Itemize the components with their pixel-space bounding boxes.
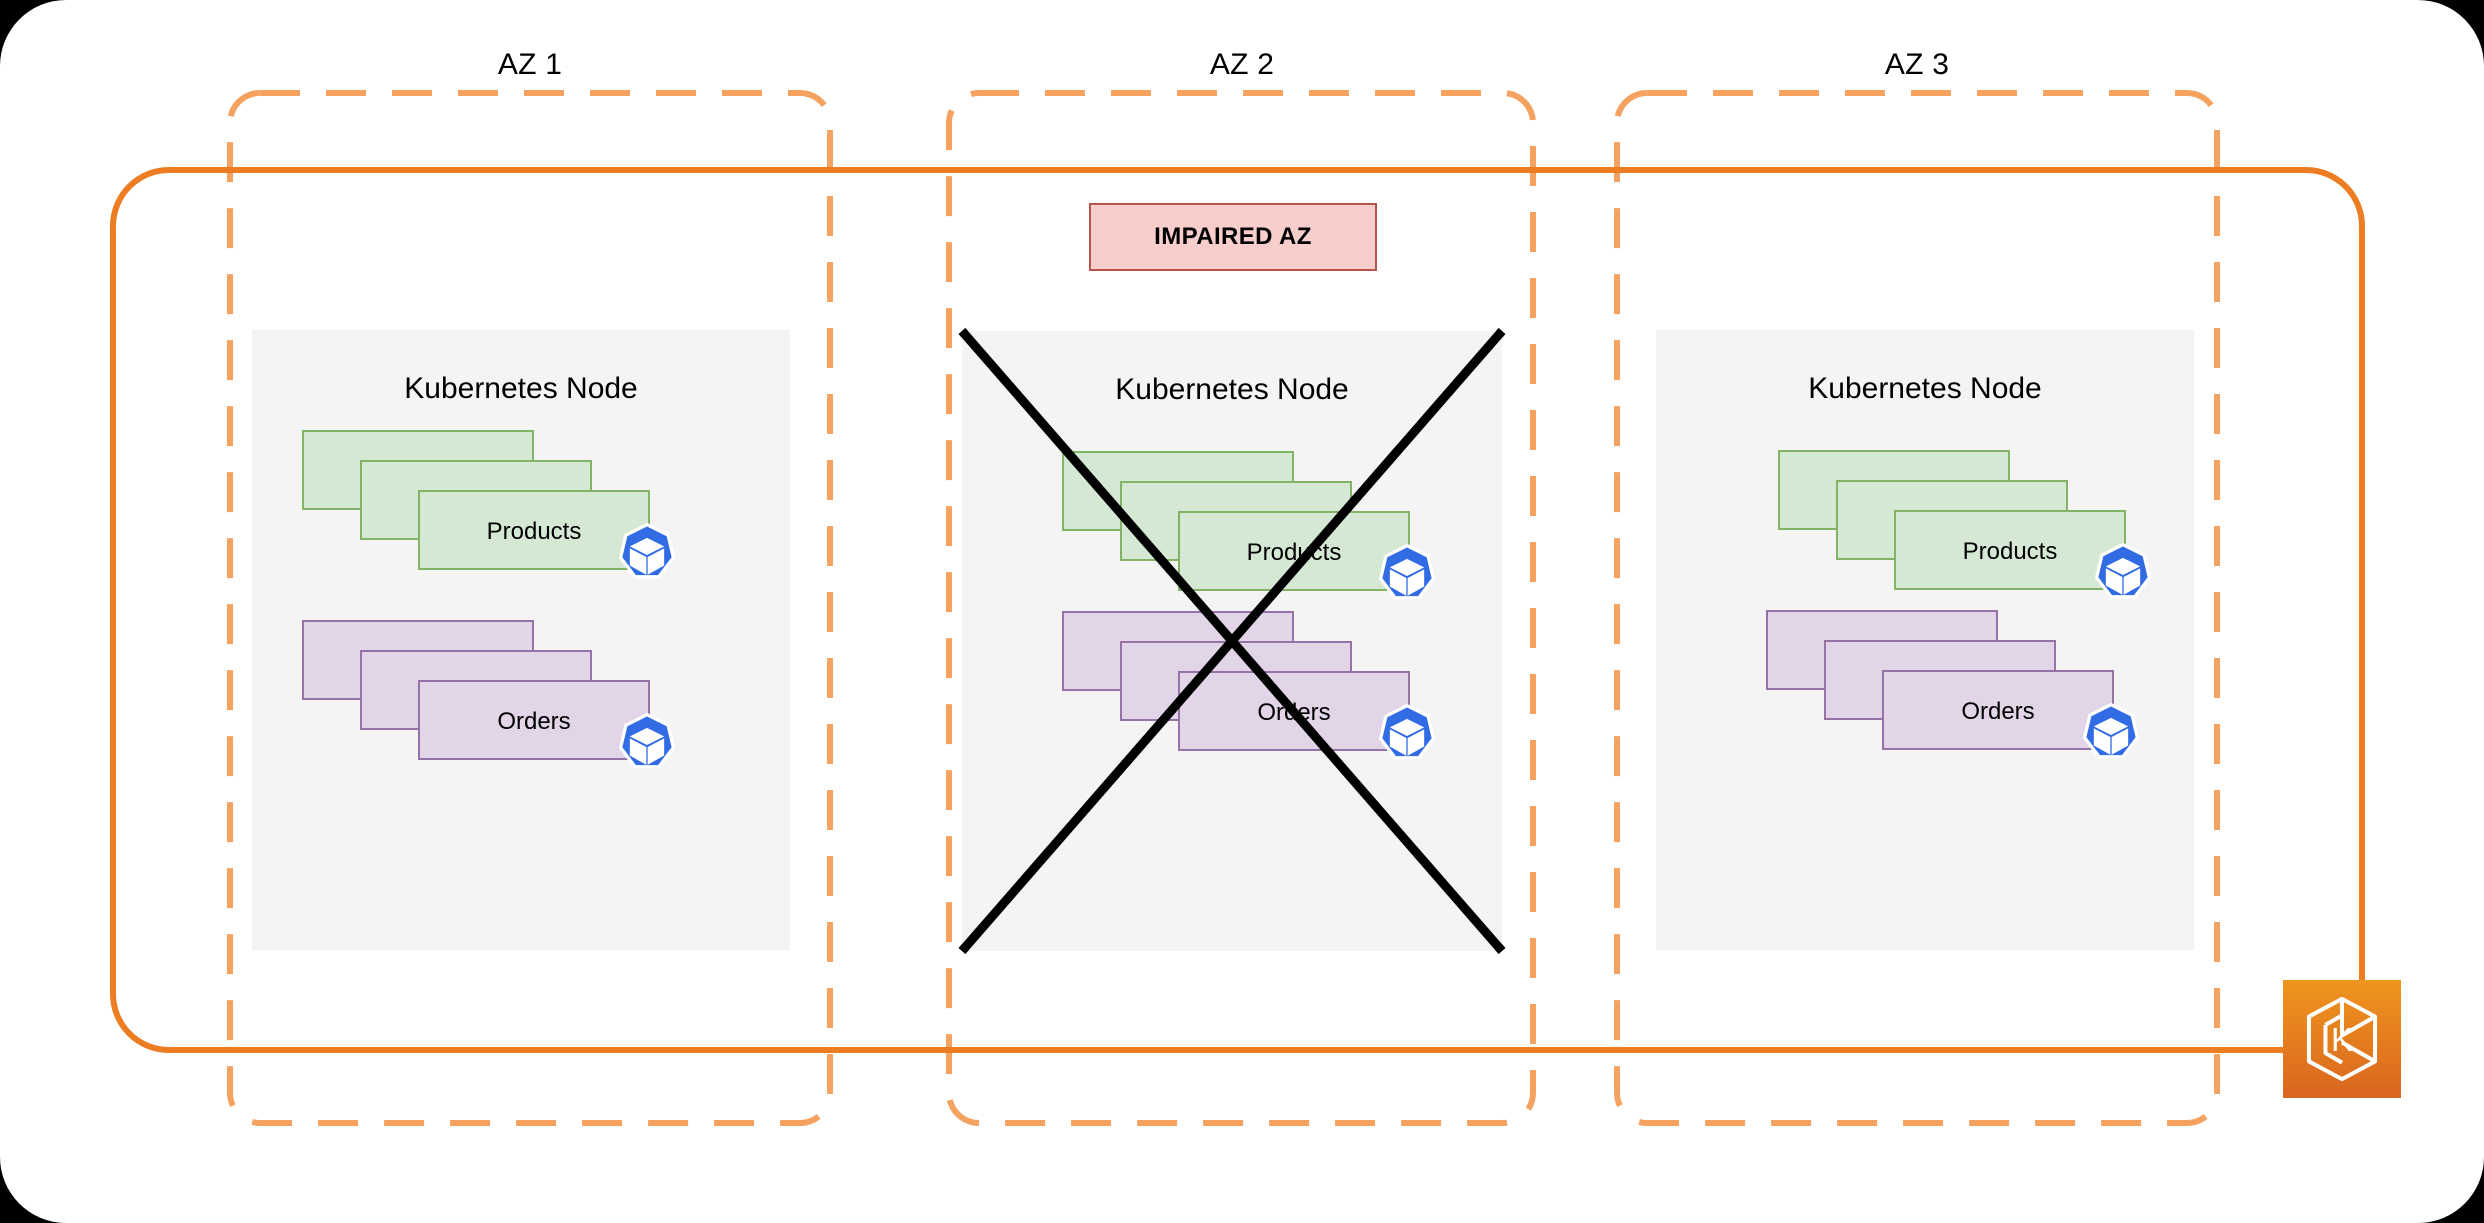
az-label-az3: AZ 3 — [1884, 48, 1950, 81]
kubernetes-pod-icon — [2094, 542, 2152, 599]
node-box-az1: Kubernetes Node Products Orders — [252, 330, 790, 950]
pod-card-front: Orders — [418, 680, 650, 760]
kubernetes-pod-icon — [1378, 703, 1436, 760]
pod-stack-products-az2[interactable]: Products — [1062, 451, 1410, 591]
node-title-az2: Kubernetes Node — [1115, 373, 1349, 406]
az-label-az1: AZ 1 — [497, 48, 563, 81]
eks-logo-icon: K — [2283, 980, 2401, 1098]
kubernetes-pod-icon — [618, 522, 676, 579]
impaired-az-badge: IMPAIRED AZ — [1089, 203, 1377, 271]
pod-label-products-az1: Products — [486, 518, 582, 545]
pod-stack-orders-az1[interactable]: Orders — [302, 620, 650, 760]
node-box-az3: Kubernetes Node Products Orders — [1656, 330, 2194, 950]
pod-label-orders-az3: Orders — [1961, 698, 2035, 725]
node-box-az2: Kubernetes Node Products Orders — [962, 331, 1502, 951]
kubernetes-pod-icon — [2082, 702, 2140, 759]
pod-card-front: Products — [1894, 510, 2126, 590]
pod-stack-orders-az3[interactable]: Orders — [1766, 610, 2114, 750]
pod-stack-products-az3[interactable]: Products — [1778, 450, 2126, 590]
pod-label-products-az3: Products — [1962, 538, 2058, 565]
az-label-az2: AZ 2 — [1209, 48, 1275, 81]
kubernetes-pod-icon — [1378, 543, 1436, 600]
eks-logo-glyph: K — [2331, 1021, 2353, 1058]
node-title-az1: Kubernetes Node — [404, 372, 638, 405]
impaired-az-badge-label: IMPAIRED AZ — [1154, 223, 1312, 250]
pod-stack-products-az1[interactable]: Products — [302, 430, 650, 570]
kubernetes-pod-icon — [618, 712, 676, 769]
pod-stack-orders-az2[interactable]: Orders — [1062, 611, 1410, 751]
pod-card-front: Products — [418, 490, 650, 570]
pod-label-orders-az1: Orders — [497, 708, 571, 735]
node-title-az3: Kubernetes Node — [1808, 372, 2042, 405]
pod-card-front: Orders — [1882, 670, 2114, 750]
